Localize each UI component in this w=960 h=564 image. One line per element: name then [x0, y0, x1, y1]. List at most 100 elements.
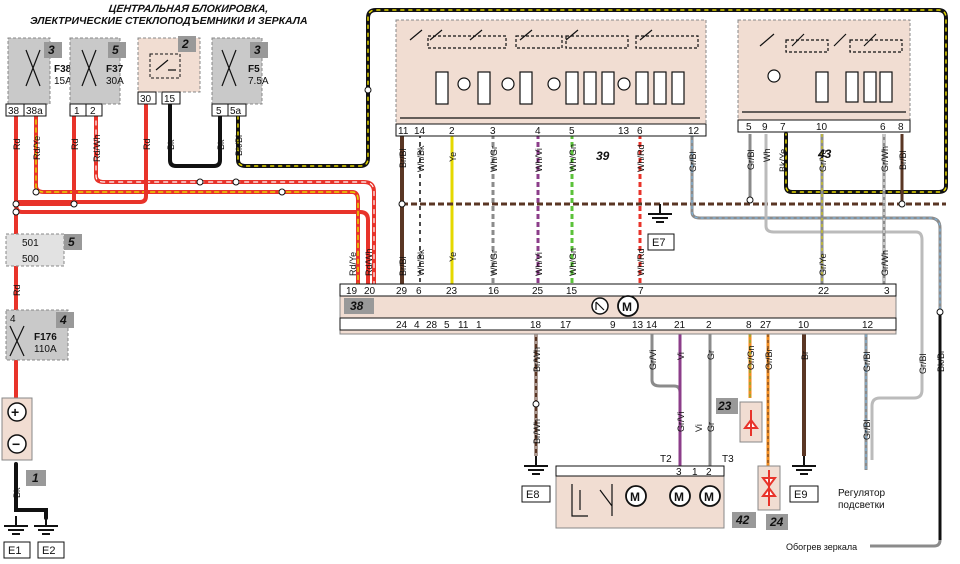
- module39-pin: 11: [398, 126, 409, 137]
- wire-label: Wh/Gn: [568, 144, 578, 172]
- wire-label: Wh/Gr: [489, 146, 499, 172]
- battery-plus-icon: +: [11, 404, 19, 420]
- module39-wire-labels: Br/Bl Wh/Bk Ye Wh/Gr Wh/Vi Wh/Gn Wh/Rd G…: [398, 144, 698, 172]
- module38-pin: 15: [566, 286, 578, 297]
- wire-label: Wh/Rd: [636, 144, 646, 172]
- fuse-f37: 5 F37 30A 1 2: [69, 37, 126, 117]
- fuse-f38: 3 F38 15A 38 38a: [5, 37, 72, 117]
- fuse-f176-num: 4: [59, 313, 67, 327]
- wire-label: Rd: [12, 284, 22, 296]
- wire-label: Wh/Rd: [636, 248, 646, 276]
- wire-label: Rd/Ye: [348, 252, 358, 276]
- component-42: T2 T3 3 1 2 M M M 42: [555, 454, 756, 529]
- module-38: 38 19 20 29 6 23 16 25 15 7 22 3 24 4 28…: [339, 283, 897, 335]
- wire-label: Bk: [12, 487, 22, 498]
- wire-label: Rd: [142, 138, 152, 150]
- module38-pin: 25: [532, 286, 544, 297]
- wire-label: Gr/Bl: [918, 353, 928, 374]
- module38-pin: 6: [416, 286, 422, 297]
- fuse-f37-name: F37: [106, 64, 124, 75]
- module38-pin: 20: [364, 286, 376, 297]
- wire-label: Wh/Gr: [489, 250, 499, 276]
- module38-pin: 16: [488, 286, 500, 297]
- wire-label: Bk: [216, 139, 226, 150]
- module38-pin: 10: [798, 320, 810, 331]
- component42-pin: 2: [706, 467, 712, 478]
- ground-e8-label: E8: [526, 489, 539, 501]
- wire-label: Or/Gn: [746, 345, 756, 370]
- wire-label: Gr/Wh: [880, 250, 890, 276]
- fuse-f5-name: F5: [248, 64, 260, 75]
- diagram-title-line2: ЭЛЕКТРИЧЕСКИЕ СТЕКЛОПОДЪЕМНИКИ И ЗЕРКАЛА: [30, 15, 308, 27]
- wire-label: Vi: [694, 424, 704, 432]
- fuse-f176-name: F176: [34, 332, 57, 343]
- ground-e1: E1: [3, 515, 31, 559]
- module38-pin: 13: [632, 320, 644, 331]
- fuse-f176-pin: 4: [10, 314, 16, 325]
- block5-pin-501: 501: [22, 238, 39, 249]
- wire-label: Bk/Br: [936, 350, 946, 372]
- wire-label: Wh/Bk: [416, 145, 426, 172]
- relay-2-pin-30: 30: [140, 94, 152, 105]
- fuse-f38-pin-38: 38: [8, 106, 20, 117]
- component-23: 23: [716, 398, 763, 443]
- wire-label: Gr: [706, 422, 716, 432]
- module38-pin: 21: [674, 320, 686, 331]
- connector-block-5: 5 501 500: [5, 233, 82, 267]
- module38-pin: 29: [396, 286, 408, 297]
- wire-label: Gr: [706, 350, 716, 360]
- module38-bottom-wires: [534, 312, 942, 540]
- module-39: 11 14 2 3 4 5 13 6 12 39: [395, 19, 707, 163]
- module39-pin: 12: [688, 126, 700, 137]
- module38-pin: 7: [638, 286, 644, 297]
- module38-pin: 27: [760, 320, 772, 331]
- component42-num: 42: [735, 513, 750, 527]
- wire-label: Wh/Vi: [534, 252, 544, 276]
- left-power-wires: [14, 8, 948, 520]
- ground-e1-label: E1: [8, 545, 21, 557]
- battery-minus-icon: −: [12, 436, 20, 452]
- ground-e2: E2: [33, 515, 65, 559]
- module43-pin: 5: [746, 122, 752, 133]
- wire-label: Br/Wh: [532, 419, 542, 444]
- diagram-title-line1: ЦЕНТРАЛЬНАЯ БЛОКИРОВКА,: [108, 3, 269, 15]
- module38-pin: 3: [884, 286, 890, 297]
- component42-pin: T3: [722, 454, 734, 465]
- fuse-f37-pin-1: 1: [74, 106, 80, 117]
- fuse-f38-name: F38: [54, 64, 72, 75]
- wire-label: Gr/Bl: [688, 151, 698, 172]
- component42-motor-label: M: [704, 490, 714, 504]
- wire-label: Bk/Ye: [778, 149, 788, 172]
- wire-label: Br/Bl: [398, 256, 408, 276]
- fuse-f38-pin-38a: 38a: [26, 106, 43, 117]
- wire-label: Vi: [676, 352, 686, 360]
- wire-label: Rd: [12, 138, 22, 150]
- component42-pin: 1: [692, 467, 698, 478]
- wire-label: Rd: [70, 138, 80, 150]
- ground-e7-label: E7: [652, 237, 665, 249]
- module38-pin: 8: [746, 320, 752, 331]
- module43-pins: 5 9 7 10 6 8: [737, 119, 911, 133]
- ground-e8: E8: [521, 400, 551, 503]
- wire-label: Gr/Ye: [818, 149, 828, 172]
- fuse-f38-num: 3: [48, 43, 55, 57]
- module38-pin: 4: [414, 320, 420, 331]
- module39-num: 39: [596, 149, 610, 163]
- ground-e2-label: E2: [42, 545, 55, 557]
- module38-pin: 2: [706, 320, 712, 331]
- fuse-f37-rating: 30A: [106, 76, 124, 87]
- module38-pin: 12: [862, 320, 874, 331]
- module39-pin: 2: [449, 126, 455, 137]
- wire-label: Gr/Vi: [648, 350, 658, 370]
- module38-pin: 22: [818, 286, 830, 297]
- bottom-wire-labels: Br/Wh Br/Wh Gr/Vi Vi Gr Gr/Vi Vi Gr Or/G…: [532, 345, 946, 444]
- module38-pin: 14: [646, 320, 658, 331]
- module39-pin: 4: [535, 126, 541, 137]
- component42-motor-label: M: [674, 490, 684, 504]
- wire-label: Gr/Bl: [862, 419, 872, 440]
- left-wire-labels: Rd Rd/Ye Rd Rd/Wh Rd Bk Bk Bk/Bl Rd/Ye R…: [12, 134, 374, 498]
- module38-num: 38: [350, 299, 364, 313]
- module43-num: 43: [817, 147, 832, 161]
- wire-label: Gr/Vi: [676, 412, 686, 432]
- wire-label: Bk: [166, 139, 176, 150]
